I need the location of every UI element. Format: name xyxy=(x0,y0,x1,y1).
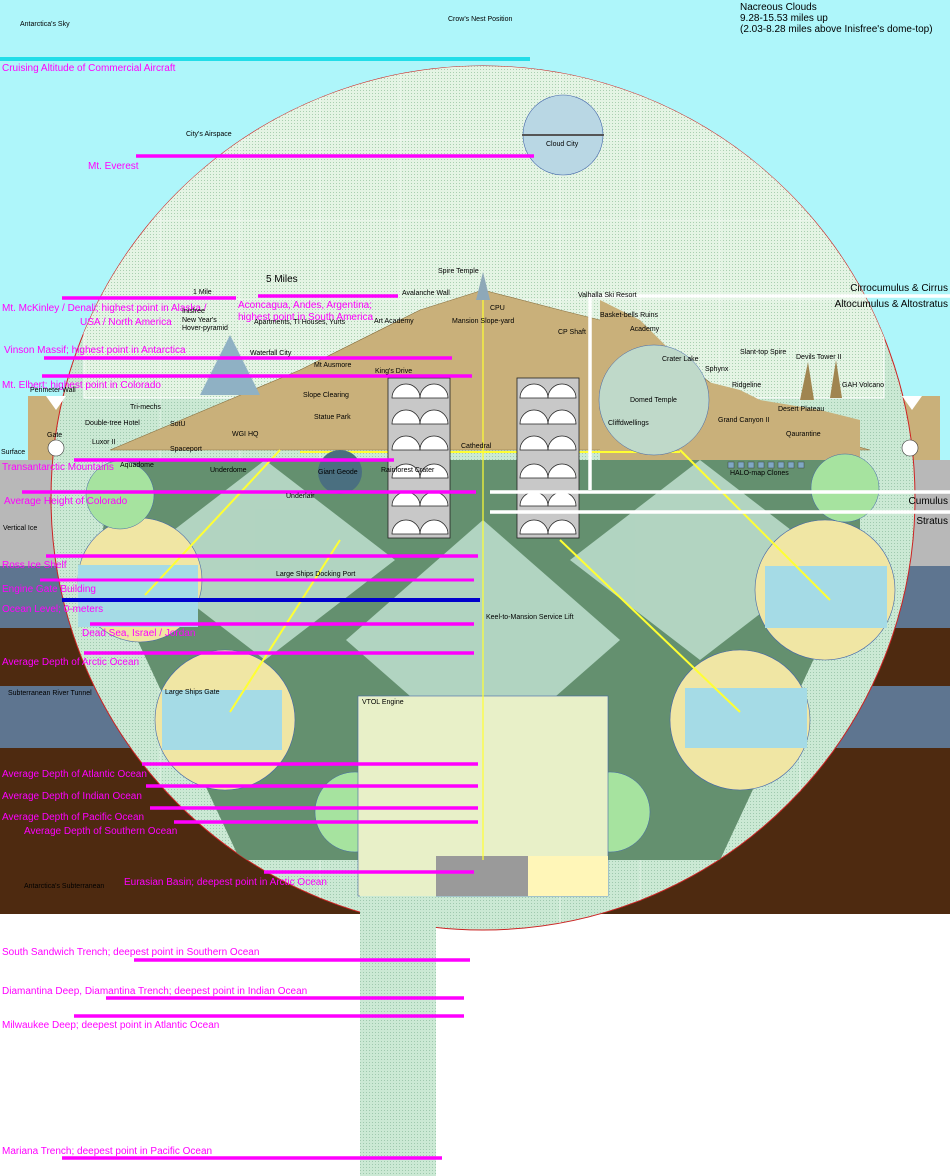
feature-label: Cathedral xyxy=(461,443,492,450)
feature-label: Crater Lake xyxy=(662,356,699,363)
spire-temple xyxy=(476,272,490,300)
ref-label: Average Depth of Southern Ocean xyxy=(24,826,177,837)
ref-label: Cruising Altitude of Commercial Aircraft xyxy=(2,63,176,74)
feature-label: New Year's xyxy=(182,317,217,324)
ref-label: Dead Sea, Israel / Jordan xyxy=(82,628,195,639)
feature-label: GAH Volcano xyxy=(842,382,884,389)
ref-label: Mt. Elbert; highest point in Colorado xyxy=(2,380,161,391)
feature-label: Hover-pyramid xyxy=(182,325,228,332)
feature-label: VTOL Engine xyxy=(362,699,404,706)
crows-nest-label: Crow's Nest Position xyxy=(448,16,512,23)
feature-label: Statue Park xyxy=(314,414,351,421)
ref-label: Transantarctic Mountains xyxy=(2,462,114,473)
hover-pyramid xyxy=(200,335,260,395)
feature-label: Grand Canyon II xyxy=(718,417,769,424)
ref-label: Vinson Massif; highest point in Antarcti… xyxy=(4,345,186,356)
left-tank xyxy=(78,565,198,627)
alto-label: Altocumulus & Altostratus xyxy=(835,299,948,310)
right-gate-tank xyxy=(685,688,807,748)
feature-label: Academy xyxy=(630,326,660,333)
feature-label: Rainforest Crater xyxy=(381,467,435,474)
ref-label: Mt. McKinley / Denali; highest point in … xyxy=(2,303,207,314)
core-shaft-extension xyxy=(360,896,436,1176)
ref-label: Diamantina Deep, Diamantina Trench; deep… xyxy=(2,986,307,997)
feature-label: Underdome xyxy=(210,467,247,474)
nacreous-range: 9.28-15.53 miles up xyxy=(740,13,828,24)
left-gate-tank xyxy=(162,690,282,750)
reference-lines xyxy=(0,57,534,1160)
feature-label: King's Drive xyxy=(375,368,412,375)
feature-label: Art Academy xyxy=(374,318,414,325)
feature-label: Spire Temple xyxy=(438,268,479,275)
feature-label: Valhalla Ski Resort xyxy=(578,292,637,299)
feature-label: Giant Geode xyxy=(318,469,358,476)
antarctica-subterranean-label: Antarctica's Subterranean xyxy=(24,883,104,890)
feature-label: Perimeter Wall xyxy=(30,387,76,394)
feature-label: Qaurantine xyxy=(786,431,821,438)
surface-label: Surface xyxy=(1,449,25,456)
sky-label: Antarctica's Sky xyxy=(20,21,70,28)
feature-label: Waterfall City xyxy=(250,350,292,357)
feature-label: Ridgeline xyxy=(732,382,761,389)
ref-label: Average Depth of Indian Ocean xyxy=(2,791,142,802)
feature-label: Aquadome xyxy=(120,462,154,469)
white-below xyxy=(0,914,950,1176)
feature-label: Basket-bells Ruins xyxy=(600,312,658,319)
feature-label: Mt Ausmore xyxy=(314,362,351,369)
feature-label: City's Airspace xyxy=(186,131,232,138)
feature-label: WGI HQ xyxy=(232,431,259,438)
feature-label: Devils Tower II xyxy=(796,354,841,361)
feature-label: Luxor II xyxy=(92,439,115,446)
ref-label: Aconcagua, Andes, Argentina; xyxy=(238,300,372,311)
ref-label: Average Depth of Atlantic Ocean xyxy=(2,769,147,780)
nacreous-title: Nacreous Clouds xyxy=(740,2,817,13)
feature-label: Apartments, TI Houses, Yurts xyxy=(254,319,346,326)
one-mile-label: 1 Mile xyxy=(193,289,212,296)
feature-label: Tri-mechs xyxy=(130,404,161,411)
feature-label: Large Ships Gate xyxy=(165,689,220,696)
feature-label: Underlair xyxy=(286,493,315,500)
vertical-ice-label: Vertical Ice xyxy=(3,525,37,532)
stratus-label: Stratus xyxy=(916,516,948,527)
feature-label: Mansion Slope-yard xyxy=(452,318,514,325)
feature-label: Domed Temple xyxy=(630,397,677,404)
feature-label: HALO-map Clones xyxy=(730,470,789,477)
feature-label: Double-tree Hotel xyxy=(85,420,140,427)
cirro-label: Cirrocumulus & Cirrus xyxy=(850,283,948,294)
ref-label: Engine Gate Building xyxy=(2,584,96,595)
feature-label: CPU xyxy=(490,305,505,312)
feature-label: Keel-to-Mansion Service Lift xyxy=(486,614,574,621)
feature-label: Slope Clearing xyxy=(303,392,349,399)
feature-label: SotU xyxy=(170,421,186,428)
nacreous-note: (2.03-8.28 miles above Inisfree's dome-t… xyxy=(740,24,933,35)
feature-label: Inisfree xyxy=(182,308,205,315)
cumulus-label: Cumulus xyxy=(909,496,948,507)
ref-label: Ross Ice Shelf xyxy=(2,560,67,571)
five-miles-label: 5 Miles xyxy=(266,274,298,285)
feature-label: Cloud City xyxy=(546,141,579,148)
feature-label: Spaceport xyxy=(170,446,202,453)
ref-label: South Sandwich Trench; deepest point in … xyxy=(2,947,259,958)
ref-label: Average Depth of Arctic Ocean xyxy=(2,657,139,668)
feature-label: Desert Plateau xyxy=(778,406,824,413)
ref-label: Ocean Level; 0-meters xyxy=(2,604,103,615)
feature-label: Large Ships Docking Port xyxy=(276,571,355,578)
subterranean-tunnel-label: Subterranean River Tunnel xyxy=(8,690,92,697)
feature-label: Slant-top Spire xyxy=(740,349,786,356)
domed-temple xyxy=(598,344,710,456)
feature-label: Sphynx xyxy=(705,366,729,373)
ref-label: Mariana Trench; deepest point in Pacific… xyxy=(2,1146,212,1157)
ref-label: Eurasian Basin; deepest point in Arctic … xyxy=(124,877,327,888)
feature-label: CP Shaft xyxy=(558,329,586,336)
ref-label: Average Depth of Pacific Ocean xyxy=(2,812,144,823)
feature-label: Gate xyxy=(47,432,62,439)
feature-label: Cliffdwellings xyxy=(608,420,649,427)
ref-label: Average Height of Colorado xyxy=(4,496,128,507)
feature-label: Avalanche Wall xyxy=(402,290,450,297)
ref-label: Milwaukee Deep; deepest point in Atlanti… xyxy=(2,1020,219,1031)
ref-label: highest point in South America xyxy=(238,312,374,323)
ref-label: Mt. Everest xyxy=(88,161,139,172)
ref-label: USA / North America xyxy=(80,317,172,328)
